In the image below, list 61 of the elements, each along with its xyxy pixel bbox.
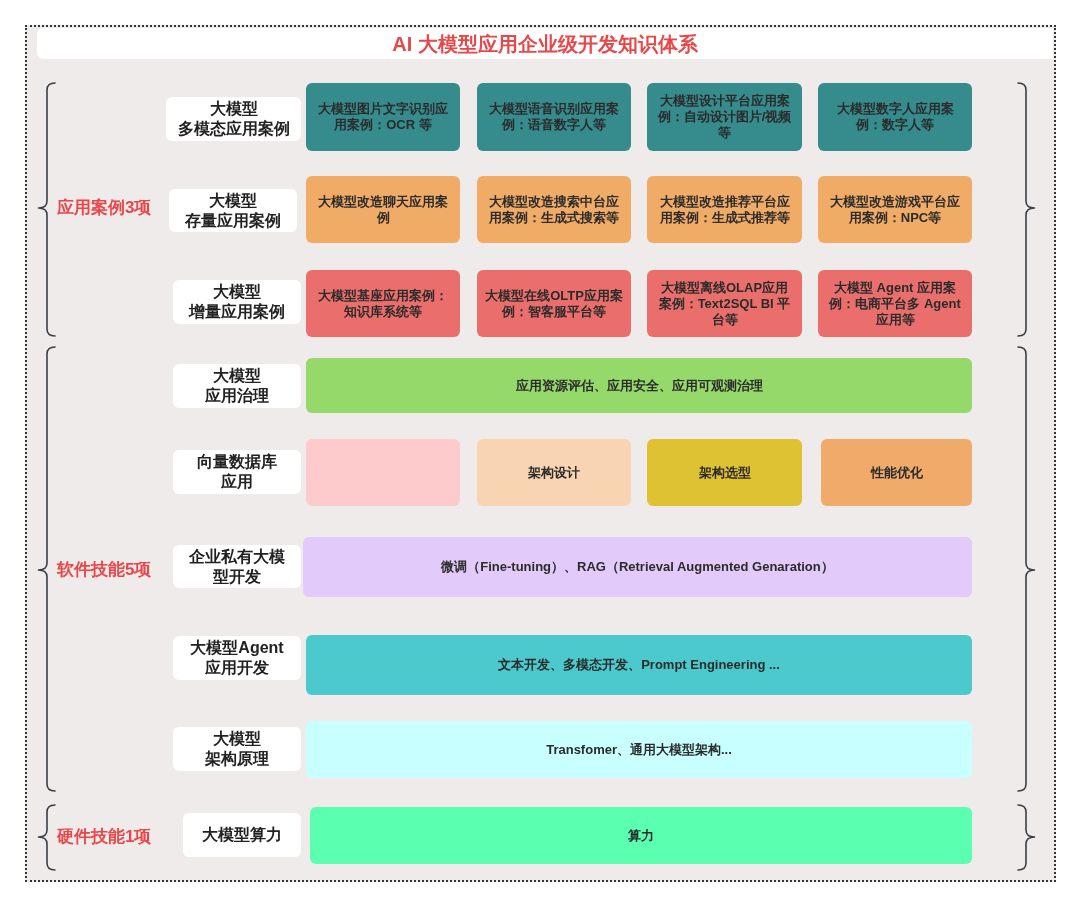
- card-text: 大模型数字人应用案例：数字人等: [835, 101, 955, 133]
- card-text: 大模型图片文字识别应用案例：OCR 等: [317, 101, 449, 133]
- card-text: 大模型基座应用案例：知识库系统等: [317, 287, 449, 320]
- card-text: 文本开发、多模态开发、Prompt Engineering ...: [498, 657, 780, 673]
- card-text: 大模型改造搜索中台应用案例：生成式搜索等: [488, 193, 620, 226]
- row-header-text: 应用治理: [205, 386, 269, 406]
- card-text: 架构选型: [698, 464, 751, 481]
- row-header-text: 大模型: [213, 366, 261, 386]
- topic-card: [477, 270, 631, 337]
- topic-card: [818, 176, 972, 243]
- topic-card: [306, 721, 972, 778]
- card-text: Transfomer、通用大模型架构...: [546, 741, 732, 758]
- row-header-text: 应用: [221, 472, 253, 492]
- topic-card: [647, 270, 802, 337]
- row-header-text: 大模型算力: [202, 825, 282, 845]
- topic-card: [310, 807, 972, 864]
- card-text: 大模型改造聊天应用案例: [317, 193, 449, 226]
- card-text: 大模型语音识别应用案例：语音数字人等: [488, 101, 620, 133]
- card-text: 大模型改造游戏平台应用案例：NPC等: [829, 193, 961, 226]
- card-text: 大模型离线OLAP应用案例：Text2SQL BI 平台等: [657, 279, 792, 328]
- row-header-text: 存量应用案例: [185, 210, 281, 231]
- row-header-text: 多模态应用案例: [177, 119, 290, 139]
- diagram-title: AI 大模型应用企业级开发知识体系: [392, 31, 698, 57]
- card-text: 大模型 Agent 应用案例：电商平台多 Agent 应用等: [827, 279, 962, 328]
- row-header-text: 大模型: [209, 99, 258, 119]
- group-label: 应用案例3项: [57, 197, 152, 219]
- topic-card: [306, 635, 972, 695]
- topic-card: [306, 358, 972, 413]
- row-header-text: 应用开发: [205, 658, 269, 678]
- row-header-text: 大模型Agent: [190, 638, 284, 658]
- blank-card: [306, 439, 460, 506]
- topic-card: [818, 83, 972, 151]
- topic-card: [303, 537, 972, 597]
- row-header-text: 增量应用案例: [189, 302, 285, 322]
- topic-card: [647, 176, 802, 243]
- card-text: 微调（Fine-tuning）、RAG（Retrieval Augmented Genaration）: [441, 559, 834, 575]
- topic-card: [477, 439, 631, 506]
- row-header-text: 架构原理: [205, 749, 269, 769]
- row-header-text: 大模型: [213, 282, 261, 302]
- card-text: 架构设计: [528, 464, 580, 481]
- group-label: 软件技能5项: [57, 559, 152, 581]
- group-label: 硬件技能1项: [57, 826, 152, 848]
- card-text: 大模型设计平台应用案例：自动设计图片/视频等: [656, 93, 793, 141]
- topic-card: [821, 439, 972, 506]
- row-header-text: 企业私有大模型开发: [189, 546, 285, 587]
- card-text: 算力: [628, 827, 654, 844]
- card-text: 大模型在线OLTP应用案例：智客服平台等: [485, 287, 623, 320]
- topic-card: [818, 270, 972, 337]
- topic-card: [306, 176, 460, 243]
- row-header-text: 向量数据库: [197, 452, 277, 472]
- row-header-text: 大模型: [213, 729, 261, 749]
- card-text: 性能优化: [870, 464, 923, 481]
- topic-card: [477, 176, 631, 243]
- topic-card: [306, 270, 460, 337]
- card-text: 应用资源评估、应用安全、应用可观测治理: [515, 377, 763, 394]
- topic-card: [647, 83, 802, 151]
- topic-card: [647, 439, 802, 506]
- card-text: 大模型改造推荐平台应用案例：生成式推荐等: [658, 193, 791, 226]
- topic-card: [306, 83, 460, 151]
- topic-card: [477, 83, 631, 151]
- row-header-text: 大模型: [209, 190, 257, 211]
